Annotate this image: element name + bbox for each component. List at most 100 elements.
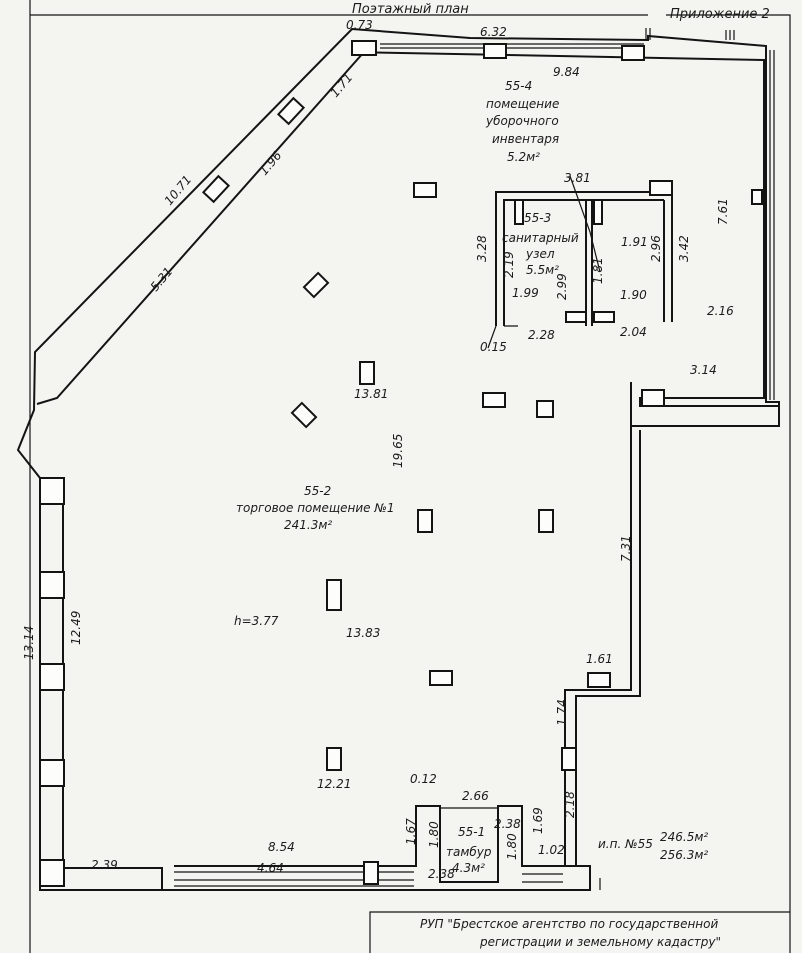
partition-walls bbox=[495, 191, 673, 326]
dim-label: 2.96 bbox=[649, 235, 663, 262]
window bbox=[39, 477, 65, 505]
room-name: инвентаря bbox=[492, 132, 559, 146]
room-name: узел bbox=[525, 247, 555, 261]
window bbox=[201, 174, 231, 204]
door bbox=[593, 199, 603, 225]
column bbox=[587, 672, 611, 688]
dim-label: 0.15 bbox=[480, 340, 507, 354]
fixture bbox=[565, 311, 587, 323]
room-area: 5.5м² bbox=[526, 263, 559, 277]
room-name: санитарный bbox=[502, 231, 579, 245]
dim-label: 2.66 bbox=[462, 789, 489, 803]
column bbox=[359, 361, 375, 385]
dim-label: 10.71 bbox=[162, 173, 195, 208]
column bbox=[302, 271, 330, 299]
dim-label: 1.81 bbox=[591, 257, 605, 284]
plan-title: Поэтажный план bbox=[352, 2, 469, 17]
fixture bbox=[593, 311, 615, 323]
column bbox=[429, 670, 453, 686]
column bbox=[326, 579, 342, 611]
dim-label: 6.32 bbox=[480, 25, 507, 39]
dim-label: 2.04 bbox=[620, 325, 647, 339]
dim-label: 3.42 bbox=[677, 235, 691, 262]
west-wall-inner bbox=[62, 478, 565, 890]
column bbox=[326, 747, 342, 771]
exterior-wall-outer bbox=[16, 27, 780, 891]
east-wall-inner bbox=[575, 430, 641, 866]
unit-label: и.п. №55 bbox=[598, 837, 653, 851]
window bbox=[39, 571, 65, 599]
dim-label: 1.91 bbox=[621, 235, 648, 249]
dim-label: 1.69 bbox=[531, 807, 545, 834]
dim-label: 12.21 bbox=[317, 777, 351, 791]
dim-label: 2.38 bbox=[494, 817, 521, 831]
stamp-line-1: РУП "Брестское агентство по государствен… bbox=[420, 917, 718, 931]
dim-label: 3.28 bbox=[475, 235, 489, 262]
stamp-frame bbox=[369, 911, 790, 953]
dim-label: 2.39 bbox=[91, 858, 118, 872]
ceiling-height: h=3.77 bbox=[234, 614, 279, 628]
dim-label: 1.71 bbox=[328, 70, 356, 99]
column bbox=[641, 389, 665, 407]
column bbox=[482, 392, 506, 408]
dim-label: 13.14 bbox=[22, 626, 36, 660]
room-name: уборочного bbox=[485, 114, 559, 128]
total-area-1: 246.5м² bbox=[660, 830, 708, 844]
dim-label: 2.28 bbox=[528, 328, 555, 342]
column bbox=[363, 861, 379, 885]
total-area-2: 256.3м² bbox=[660, 848, 708, 862]
dim-label: 1.80 bbox=[427, 821, 441, 848]
column bbox=[538, 509, 554, 533]
dim-label: 1.80 bbox=[505, 833, 519, 860]
sheet-frame bbox=[29, 0, 791, 953]
dim-label: 2.16 bbox=[707, 304, 734, 318]
door-lines bbox=[440, 807, 601, 890]
room-name: помещение bbox=[486, 97, 559, 111]
dim-label: 1.02 bbox=[538, 843, 565, 857]
window bbox=[39, 859, 65, 887]
room-area: 241.3м² bbox=[284, 518, 332, 532]
room-number: 55-4 bbox=[505, 79, 532, 93]
dim-label: 2.99 bbox=[555, 273, 569, 300]
window bbox=[39, 759, 65, 787]
column bbox=[536, 400, 554, 418]
door-marks bbox=[645, 28, 735, 40]
dim-label: 7.61 bbox=[716, 198, 730, 225]
dim-label: 4.64 bbox=[257, 861, 284, 875]
window bbox=[483, 43, 507, 59]
window bbox=[351, 40, 377, 56]
room-area: 5.2м² bbox=[507, 150, 540, 164]
dim-label: 9.84 bbox=[553, 65, 580, 79]
appendix-label: Приложение 2 bbox=[670, 7, 770, 22]
dim-label: 2.38 bbox=[428, 867, 455, 881]
dim-label: 1.90 bbox=[620, 288, 647, 302]
room-number: 55-2 bbox=[304, 484, 331, 498]
window bbox=[39, 663, 65, 691]
dim-label: 19.65 bbox=[391, 434, 405, 468]
dim-label: 13.81 bbox=[354, 387, 388, 401]
stamp-line-2: регистрации и земельному кадастру" bbox=[479, 935, 721, 949]
dim-label: 13.83 bbox=[346, 626, 380, 640]
dim-label: 3.14 bbox=[690, 363, 717, 377]
column bbox=[417, 509, 433, 533]
column bbox=[751, 189, 763, 205]
column bbox=[561, 747, 577, 771]
dim-label: 8.54 bbox=[268, 840, 295, 854]
dim-label: 1.96 bbox=[257, 148, 285, 178]
leader-line bbox=[569, 175, 601, 273]
dim-label: 2.18 bbox=[563, 791, 577, 818]
dim-label: 0.73 bbox=[346, 18, 373, 32]
room-area: 4.3м² bbox=[452, 861, 485, 875]
window bbox=[621, 45, 645, 61]
column bbox=[413, 182, 437, 198]
room-name: торговое помещение №1 bbox=[236, 501, 394, 515]
north-west-wall-inner bbox=[36, 51, 365, 405]
exterior-wall-inner bbox=[351, 51, 780, 407]
door bbox=[514, 199, 524, 225]
dim-label: 2.19 bbox=[502, 251, 516, 278]
room-name: тамбур bbox=[446, 845, 492, 859]
room-number: 55-3 bbox=[524, 211, 551, 225]
dim-label: 1.74 bbox=[555, 699, 569, 726]
dim-label: 1.99 bbox=[512, 286, 539, 300]
